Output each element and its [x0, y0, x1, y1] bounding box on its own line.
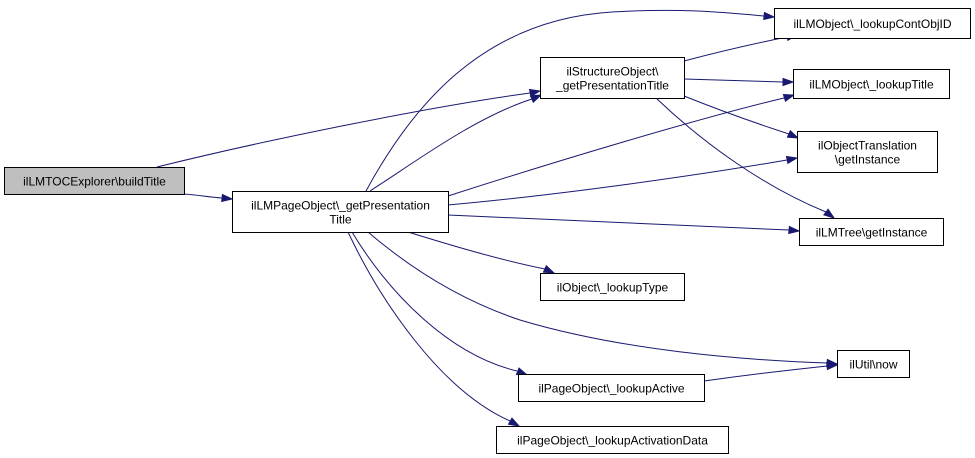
node-lookup-cont-obj-id[interactable]: ilLMObject\_lookupContObjID — [774, 8, 971, 39]
node-structure-gpt[interactable]: ilStructureObject\_getPresentationTitle — [540, 57, 685, 99]
node-label-line: ilPageObject\_lookupActive — [538, 382, 684, 396]
node-box — [496, 426, 729, 454]
edge-line — [365, 9, 765, 192]
node-obj-translation[interactable]: ilObjectTranslation\getInstance — [797, 131, 938, 173]
edge-lmpage_gpt-to-lookup_title — [447, 93, 796, 197]
edge-line — [369, 98, 533, 192]
edge-line — [683, 36, 788, 62]
node-box — [518, 374, 705, 402]
node-box — [4, 167, 185, 195]
arrow-head — [786, 129, 800, 139]
edge-lmpage_gpt-to-lookup_activation_data — [347, 231, 521, 427]
arrow-head — [542, 264, 556, 274]
edge-lmpage_gpt-to-obj_translation — [447, 155, 799, 206]
arrow-head — [529, 94, 543, 104]
arrow-head — [221, 193, 234, 203]
node-lookup-title[interactable]: ilLMObject\_lookupTitle — [793, 69, 950, 99]
node-box — [799, 218, 944, 246]
node-label-line: ilUtil\now — [849, 358, 897, 372]
arrow-head — [782, 77, 795, 87]
arrow-head — [763, 11, 776, 21]
edge-line — [347, 231, 511, 422]
node-label-line: ilLMTOCExplorer\buildTitle — [23, 175, 166, 189]
node-box — [797, 131, 938, 173]
node-label-line: ilObject\_lookupType — [557, 281, 669, 295]
edges-layer — [156, 9, 839, 427]
node-box — [837, 350, 910, 378]
node-box — [540, 273, 685, 301]
arrow-head — [528, 88, 542, 98]
edge-line — [447, 214, 790, 231]
edge-root-to-lmpage_gpt — [183, 193, 234, 203]
edge-lmpage_gpt-to-lookup_cont_obj_id — [365, 9, 776, 192]
edge-line — [447, 159, 788, 206]
node-label-line: _getPresentationTitle — [555, 79, 669, 93]
node-box — [793, 69, 950, 99]
node-box — [540, 57, 685, 99]
edge-line — [683, 95, 790, 135]
edge-line — [351, 231, 518, 372]
edge-structure_gpt-to-lookup_title — [683, 77, 795, 87]
edge-line — [683, 78, 784, 83]
edge-lmpage_gpt-to-lookup_type — [407, 231, 556, 274]
node-box — [774, 8, 971, 39]
arrow-head — [507, 417, 521, 427]
edge-line — [703, 365, 828, 382]
edge-lookup_active-to-util_now — [703, 361, 839, 382]
node-lmpage-gpt[interactable]: ilLMPageObject\_getPresentationTitle — [232, 191, 449, 233]
edge-line — [407, 231, 546, 270]
edge-line — [367, 231, 828, 364]
edge-lmpage_gpt-to-lookup_active — [351, 231, 529, 376]
edge-line — [156, 92, 531, 168]
node-util-now[interactable]: ilUtil\now — [837, 350, 910, 378]
arrow-head — [826, 361, 839, 371]
node-root[interactable]: ilLMTOCExplorer\buildTitle — [4, 167, 185, 195]
edge-line — [183, 193, 223, 199]
edge-lmpage_gpt-to-lmtree — [447, 214, 801, 235]
arrow-head — [515, 367, 529, 376]
arrow-head — [823, 208, 836, 219]
node-lookup-activation-data[interactable]: ilPageObject\_lookupActivationData — [496, 426, 729, 454]
node-label-line: Title — [329, 213, 352, 227]
arrow-head — [782, 93, 796, 103]
edge-structure_gpt-to-obj_translation — [683, 95, 800, 139]
nodes-layer: ilLMTOCExplorer\buildTitle ilLMPageObject… — [4, 8, 971, 454]
arrow-head — [788, 225, 801, 235]
node-label-line: ilLMObject\_lookupContObjID — [793, 17, 951, 31]
node-label-line: ilLMPageObject\_getPresentation — [251, 199, 430, 213]
edge-line — [447, 97, 785, 197]
node-label-line: ilLMObject\_lookupTitle — [809, 78, 934, 92]
arrow-head — [785, 155, 799, 165]
node-label-line: \getInstance — [835, 153, 901, 167]
node-lmtree[interactable]: ilLMTree\getInstance — [799, 218, 944, 246]
node-label-line: ilLMTree\getInstance — [816, 226, 928, 240]
edge-root-to-structure_gpt — [156, 88, 542, 168]
node-lookup-type[interactable]: ilObject\_lookupType — [540, 273, 685, 301]
node-label-line: ilStructureObject\ — [566, 65, 659, 79]
edge-structure_gpt-to-lmtree — [655, 97, 836, 219]
edge-line — [655, 97, 827, 213]
node-label-line: ilObjectTranslation — [818, 139, 917, 153]
node-label-line: ilPageObject\_lookupActivationData — [517, 434, 708, 448]
edge-lmpage_gpt-to-structure_gpt — [369, 94, 543, 192]
node-lookup-active[interactable]: ilPageObject\_lookupActive — [518, 374, 705, 402]
node-box — [232, 191, 449, 233]
